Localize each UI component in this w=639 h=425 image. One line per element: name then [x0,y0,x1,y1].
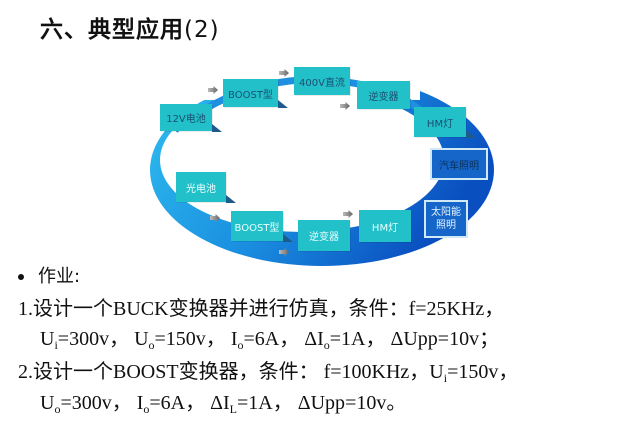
node-label: BOOST型 [234,222,280,234]
arrow-icon [279,69,289,77]
node-label: HM灯 [426,118,454,130]
arrow-icon [208,86,218,94]
node-boost-top: BOOST型 [223,79,288,108]
param-symbol: I [136,392,144,414]
param-subscript: i [443,371,448,385]
node-boost-bottom: BOOST型 [231,211,293,242]
param-subscript: o [237,338,244,352]
node-hm-lamp-bottom: HM灯 [359,210,411,242]
node-label: BOOST型 [228,89,273,101]
task2-line1: 2.设计一个BOOST变换器，条件： f=100KHz，Ui=150v， [18,355,518,384]
node-inverter-top: 逆变器 [357,81,410,109]
heading-text: 作业: [38,266,81,287]
arrow-icon [279,248,289,256]
param-value: =150v， [447,361,519,383]
node-400v-dc: 400V直流 [294,67,350,95]
param-value: =1A， [237,392,293,414]
node-label: 12V电池 [166,114,206,125]
output-label-line1: 太阳能 [431,207,461,218]
node-label: 逆变器 [309,232,339,243]
node-label: HM灯 [371,222,399,234]
node-photocell: 光电池 [176,172,236,203]
arrow-icon [343,210,353,218]
param-symbol: I [230,328,238,350]
param-value: =300v， [57,328,130,350]
node-label: 400V直流 [299,77,345,89]
param-value: =300v， [60,392,132,414]
node-label: 光电池 [186,183,216,195]
arrow-icon [340,102,350,110]
task1-line2: Ui=300v， Uo=150v， Io=6A， ΔIo=1A， ΔUpp=10… [40,322,499,351]
param-value: =6A， [243,328,300,350]
slide-title: 六、典型应用(2) [40,10,220,44]
node-12v-battery: 12V电池 [160,104,222,132]
task2-text: 2.设计一个BOOST变换器，条件： f=100KHz， [18,361,430,383]
param-symbol: ΔI [210,392,230,414]
application-ring-diagram: 12V电池 BOOST型 400V直流 逆变器 HM灯 汽车照明 光电池 BOO… [150,67,494,266]
task1-line1: 1.设计一个BUCK变换器并进行仿真，条件：f=25KHz， [18,298,505,320]
param-subscript: i [54,338,58,352]
param-subscript: o [323,338,330,352]
param-value: =150v， [154,328,226,350]
param-symbol: U [40,328,55,350]
param-value: =6A， [149,392,206,414]
node-label: 逆变器 [368,91,399,103]
bullet-icon [18,274,24,280]
param-value: =10v。 [345,392,407,414]
param-symbol: U [40,392,55,414]
node-hm-lamp-top: HM灯 [414,107,476,138]
param-value: =1A， [329,328,386,350]
param-subscript: o [54,402,61,416]
slide-title-suffix: (2) [184,17,220,43]
param-symbol: U [134,328,149,350]
param-symbol: ΔUpp [297,392,346,414]
homework-heading: 作业: [18,262,80,288]
arrow-icon [210,214,220,222]
param-symbol: ΔUpp [390,328,438,350]
param-subscript: o [148,338,155,352]
param-symbol: U [429,361,444,383]
output-solar-lighting: 太阳能 照明 [424,200,468,238]
param-symbol: ΔI [304,328,324,350]
param-subscript: L [229,402,238,416]
param-subscript: o [143,402,150,416]
node-inverter-bottom: 逆变器 [298,220,350,251]
param-value: =10v； [437,328,500,350]
output-label-line2: 照明 [436,220,456,231]
output-label: 汽车照明 [439,160,479,172]
task2-line2: Uo=300v， Io=6A， ΔIL=1A， ΔUpp=10v。 [40,386,406,415]
output-car-lighting: 汽车照明 [430,148,488,180]
slide-title-main: 六、典型应用 [40,17,184,43]
